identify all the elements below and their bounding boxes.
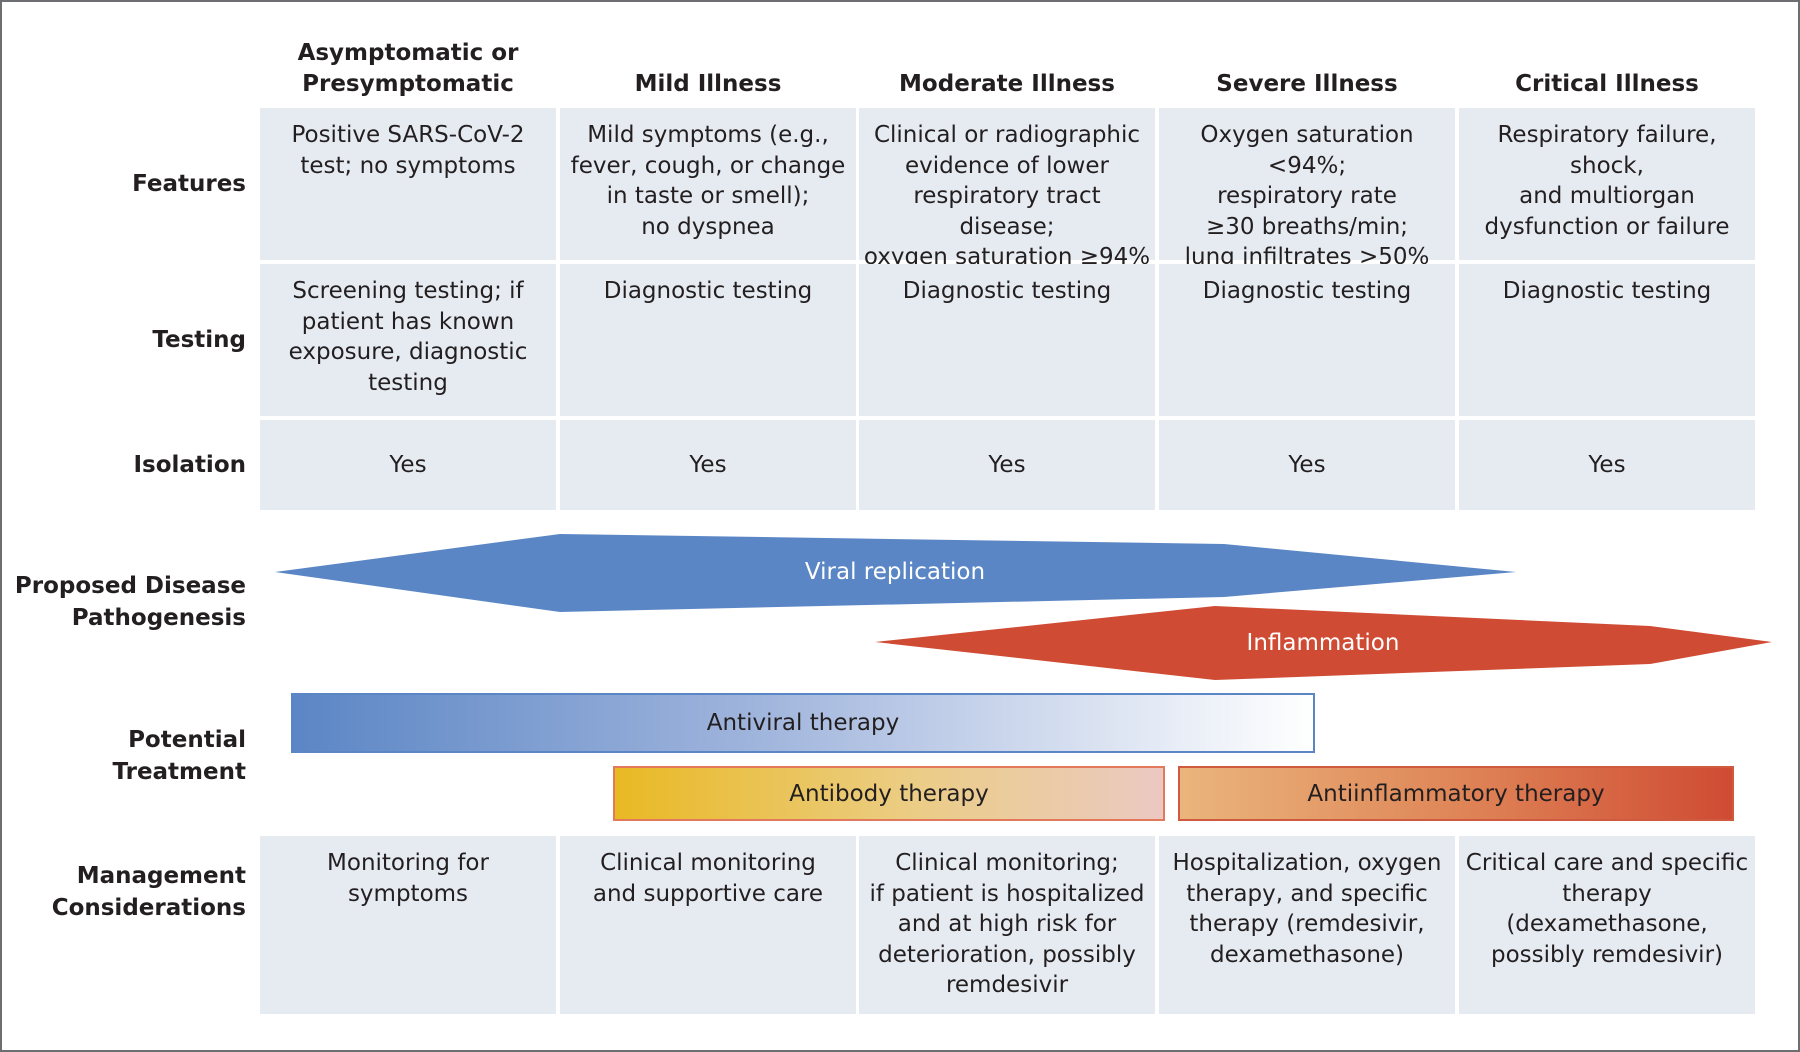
column-header-mild: Mild Illness [634,71,782,97]
features-cell-moderate: Clinical or radiographic evidence of low… [859,108,1155,270]
testing-cell-asymptomatic: Screening testing; if patient has known … [260,264,556,416]
isolation-cell-severe: Yes [1159,420,1455,510]
column-header-asymptomatic: Asymptomatic or Presymptomatic [297,40,519,97]
column-header-moderate: Moderate Illness [899,71,1115,97]
antiviral-therapy-label: Antiviral therapy [706,710,900,736]
viral-replication-arrow [275,534,1516,612]
testing-cell-critical: Diagnostic testing [1459,264,1755,416]
antiinflammatory-therapy-label: Antiinflammatory therapy [1307,781,1605,807]
column-header-critical: Critical Illness [1515,71,1699,97]
viral-replication-label: Viral replication [804,559,986,585]
management-cell-critical: Critical care and specific therapy (dexa… [1459,836,1755,1014]
isolation-cell-mild: Yes [560,420,856,510]
antiviral-therapy-bar [291,693,1315,753]
row-label-isolation: Isolation [133,452,246,478]
antiinflammatory-therapy-bar [1178,766,1734,821]
features-cell-severe: Oxygen saturation <94%; respiratory rate… [1159,108,1455,270]
inflammation-label: Inflammation [1246,630,1400,656]
row-label-management: Management Considerations [51,863,246,921]
testing-cell-mild: Diagnostic testing [560,264,856,416]
features-cell-critical: Respiratory failure, shock, and multiorg… [1459,108,1755,260]
inflammation-arrow [875,606,1772,680]
testing-cell-moderate: Diagnostic testing [859,264,1155,416]
management-cell-mild: Clinical monitoring and supportive care [560,836,856,1014]
isolation-cell-asymptomatic: Yes [260,420,556,510]
management-cell-asymptomatic: Monitoring for symptoms [260,836,556,1014]
row-label-features: Features [132,171,246,197]
column-header-severe: Severe Illness [1216,71,1398,97]
isolation-cell-critical: Yes [1459,420,1755,510]
row-label-pathogenesis: Proposed Disease Pathogenesis [14,573,246,631]
antibody-therapy-bar [613,766,1165,821]
testing-cell-severe: Diagnostic testing [1159,264,1455,416]
isolation-cell-moderate: Yes [859,420,1155,510]
management-cell-moderate: Clinical monitoring; if patient is hospi… [859,836,1155,1014]
row-label-testing: Testing [152,327,246,353]
features-cell-asymptomatic: Positive SARS-CoV-2 test; no symptoms [260,108,556,260]
row-label-treatment: Potential Treatment [112,727,246,785]
management-cell-severe: Hospitalization, oxygen therapy, and spe… [1159,836,1455,1014]
features-cell-mild: Mild symptoms (e.g., fever, cough, or ch… [560,108,856,260]
antibody-therapy-label: Antibody therapy [789,781,989,807]
